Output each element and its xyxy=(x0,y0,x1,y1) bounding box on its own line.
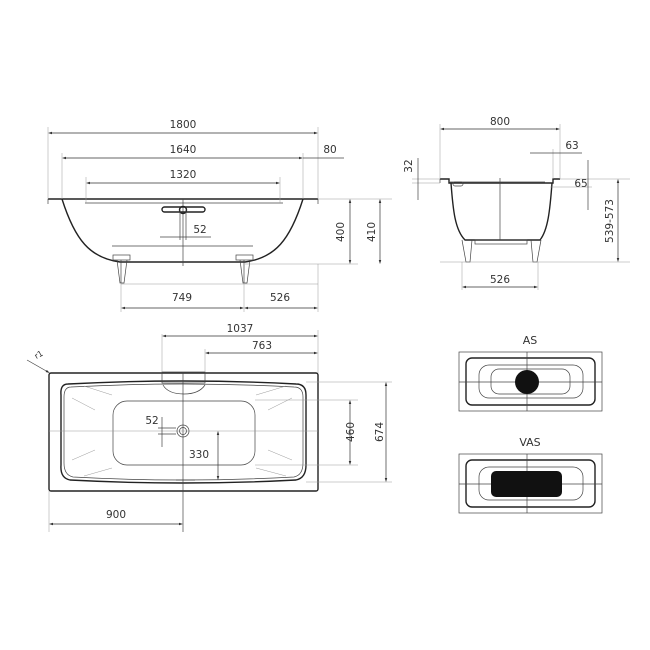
dim-inner-width: 460 xyxy=(345,422,357,442)
dim-waste-to-edge: 330 xyxy=(189,449,209,461)
dim-waste-from-end: 900 xyxy=(106,509,126,521)
dim-total-depth: 410 xyxy=(366,222,378,242)
variant-as-label: AS xyxy=(523,334,538,347)
dim-rim-inner-length: 1640 xyxy=(170,144,197,156)
dim-plan-waste-offset: 52 xyxy=(145,415,158,427)
dim-waste-offset: 52 xyxy=(193,224,206,236)
dim-height-range: 539-573 xyxy=(604,199,616,243)
dim-rim-edge: 63 xyxy=(565,140,578,152)
dim-plan-overall-width: 674 xyxy=(374,422,386,442)
variant-as: AS xyxy=(458,334,603,412)
leg-left xyxy=(112,254,131,284)
dim-overflow-edge-to-end: 763 xyxy=(252,340,272,352)
variant-vas-label: VAS xyxy=(519,436,540,449)
variant-vas: VAS xyxy=(458,436,603,514)
plan-view: 1037 763 r1 52 330 460 674 900 xyxy=(26,323,392,532)
antislip-round-icon xyxy=(515,370,539,394)
dim-leg-to-end: 526 xyxy=(270,292,290,304)
dim-corner-radius: r1 xyxy=(33,349,45,361)
leg-right xyxy=(235,254,254,284)
dim-overall-length: 1800 xyxy=(170,119,197,131)
dim-rim-thickness: 32 xyxy=(403,159,415,172)
dim-end-overall-width: 800 xyxy=(490,116,510,128)
dim-rim-width: 80 xyxy=(323,144,336,156)
antislip-full-icon xyxy=(491,471,562,497)
dim-inner-depth: 400 xyxy=(335,222,347,242)
dim-rim-drop: 65 xyxy=(574,178,587,190)
dim-bottom-length: 1320 xyxy=(170,169,197,181)
end-view: 800 63 32 65 539-573 526 xyxy=(403,116,630,290)
side-view: 1800 1640 80 1320 52 400 410 749 526 xyxy=(47,119,392,312)
dim-overflow-to-end: 1037 xyxy=(227,323,254,335)
dim-leg-spacing: 749 xyxy=(172,292,192,304)
dim-end-leg-spacing: 526 xyxy=(490,274,510,286)
